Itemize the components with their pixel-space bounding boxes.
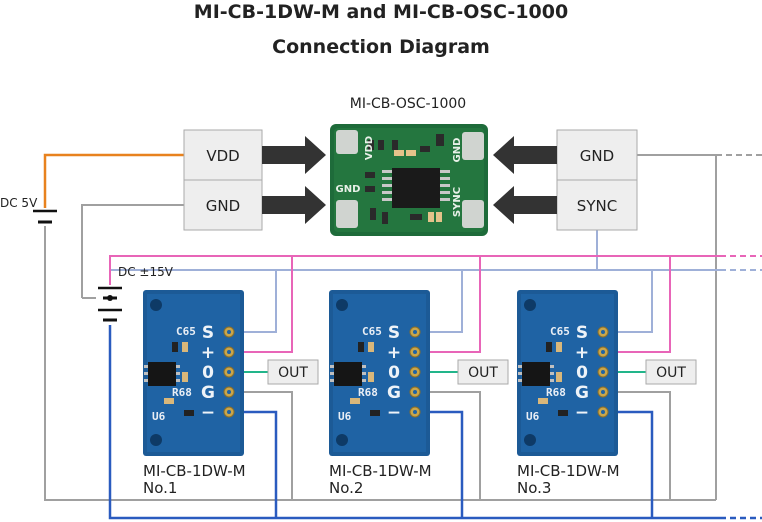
board-3-pin-s: S [576, 323, 588, 343]
board-1-silk-r68: R68 [172, 386, 192, 399]
osc-silk-vdd: VDD [364, 136, 375, 160]
board-3-silk-c65: C65 [550, 325, 570, 338]
arrow-gnd-left [262, 186, 326, 224]
board-3-number: No.3 [517, 479, 551, 497]
arrow-vdd [262, 136, 326, 174]
board-3-pin-zero: 0 [576, 363, 588, 383]
osc-pin-vdd-label: VDD [206, 147, 239, 165]
dc5v-label: DC 5V [0, 196, 38, 210]
board-3-wires [611, 256, 671, 518]
board-3-pin-plus: + [575, 343, 589, 363]
osc-pin-box-gnd-left [183, 179, 263, 231]
board-3-out-label: OUT [656, 365, 686, 381]
board-3-pin-g: G [575, 383, 589, 403]
board-2-pin-plus: + [387, 343, 401, 363]
board-2-name: MI-CB-1DW-M [329, 462, 432, 480]
osc-silk-gnd-right: GND [452, 138, 463, 163]
gnd-wire-osc-left [81, 204, 184, 298]
board-1-pin-plus: + [201, 343, 215, 363]
oscillator-name: MI-CB-OSC-1000 [350, 96, 466, 112]
board-1-silk-c65: C65 [176, 325, 196, 338]
gnd-bottom-bus [44, 224, 716, 501]
dc15v-battery [96, 285, 126, 325]
board-2-pin-g: G [387, 383, 401, 403]
board-1-name: MI-CB-1DW-M [143, 462, 246, 480]
board-3-out-box [645, 359, 697, 385]
board-2-pin-s: S [388, 323, 400, 343]
arrow-gnd-right [493, 136, 557, 174]
osc-pin-gnd-left-label: GND [206, 197, 240, 215]
title-line-1: MI-CB-1DW-M and MI-CB-OSC-1000 [194, 1, 568, 23]
board-3-pin-minus: − [575, 403, 589, 423]
board-1-pin-zero: 0 [202, 363, 214, 383]
board-1-silk-u6: U6 [152, 410, 166, 423]
board-2-pin-zero: 0 [388, 363, 400, 383]
board-1-number: No.1 [143, 479, 177, 497]
board-3-silk-r68: R68 [546, 386, 566, 399]
dc15v-label: DC ±15V [118, 265, 174, 279]
board-1-out-box [267, 359, 319, 385]
title-line-2: Connection Diagram [272, 36, 490, 58]
board-2-out-label: OUT [468, 365, 498, 381]
osc-pin-sync-label: SYNC [577, 197, 617, 215]
arrows [262, 136, 557, 224]
oscillator-pcb: VDD GND GND SYNC [330, 124, 488, 236]
osc-pin-box-sync [556, 179, 638, 231]
dc5v-battery [30, 208, 60, 226]
board-2: C65 R68 U6 S + 0 G − [329, 290, 430, 456]
minus-bus [108, 320, 720, 520]
osc-silk-gnd-left: GND [336, 184, 361, 195]
board-1-pin-g: G [201, 383, 215, 403]
board-3-silk-u6: U6 [526, 410, 540, 423]
gnd-wire-osc-right [637, 154, 717, 500]
board-2-pin-minus: − [387, 403, 401, 423]
vdd-wire [43, 153, 184, 210]
board-3-name: MI-CB-1DW-M [517, 462, 620, 480]
board-2-silk-r68: R68 [358, 386, 378, 399]
board-1-wires [237, 256, 293, 518]
osc-silk-sync: SYNC [452, 187, 463, 217]
board-1-out-label: OUT [278, 365, 308, 381]
board-2-out-box [457, 359, 509, 385]
board-1-pin-s: S [202, 323, 214, 343]
osc-pin-box-vdd [183, 129, 263, 181]
plus-bus [109, 255, 720, 288]
board-1-pin-minus: − [201, 403, 215, 423]
board-1: C65 R68 U6 S + 0 G − [143, 290, 244, 456]
arrow-sync [493, 186, 557, 224]
board-3: C65 R68 U6 S + 0 G − [517, 290, 618, 456]
board-2-number: No.2 [329, 479, 363, 497]
board-2-silk-u6: U6 [338, 410, 352, 423]
board-2-silk-c65: C65 [362, 325, 382, 338]
osc-pin-gnd-right-label: GND [580, 147, 614, 165]
board-2-wires [423, 256, 481, 518]
